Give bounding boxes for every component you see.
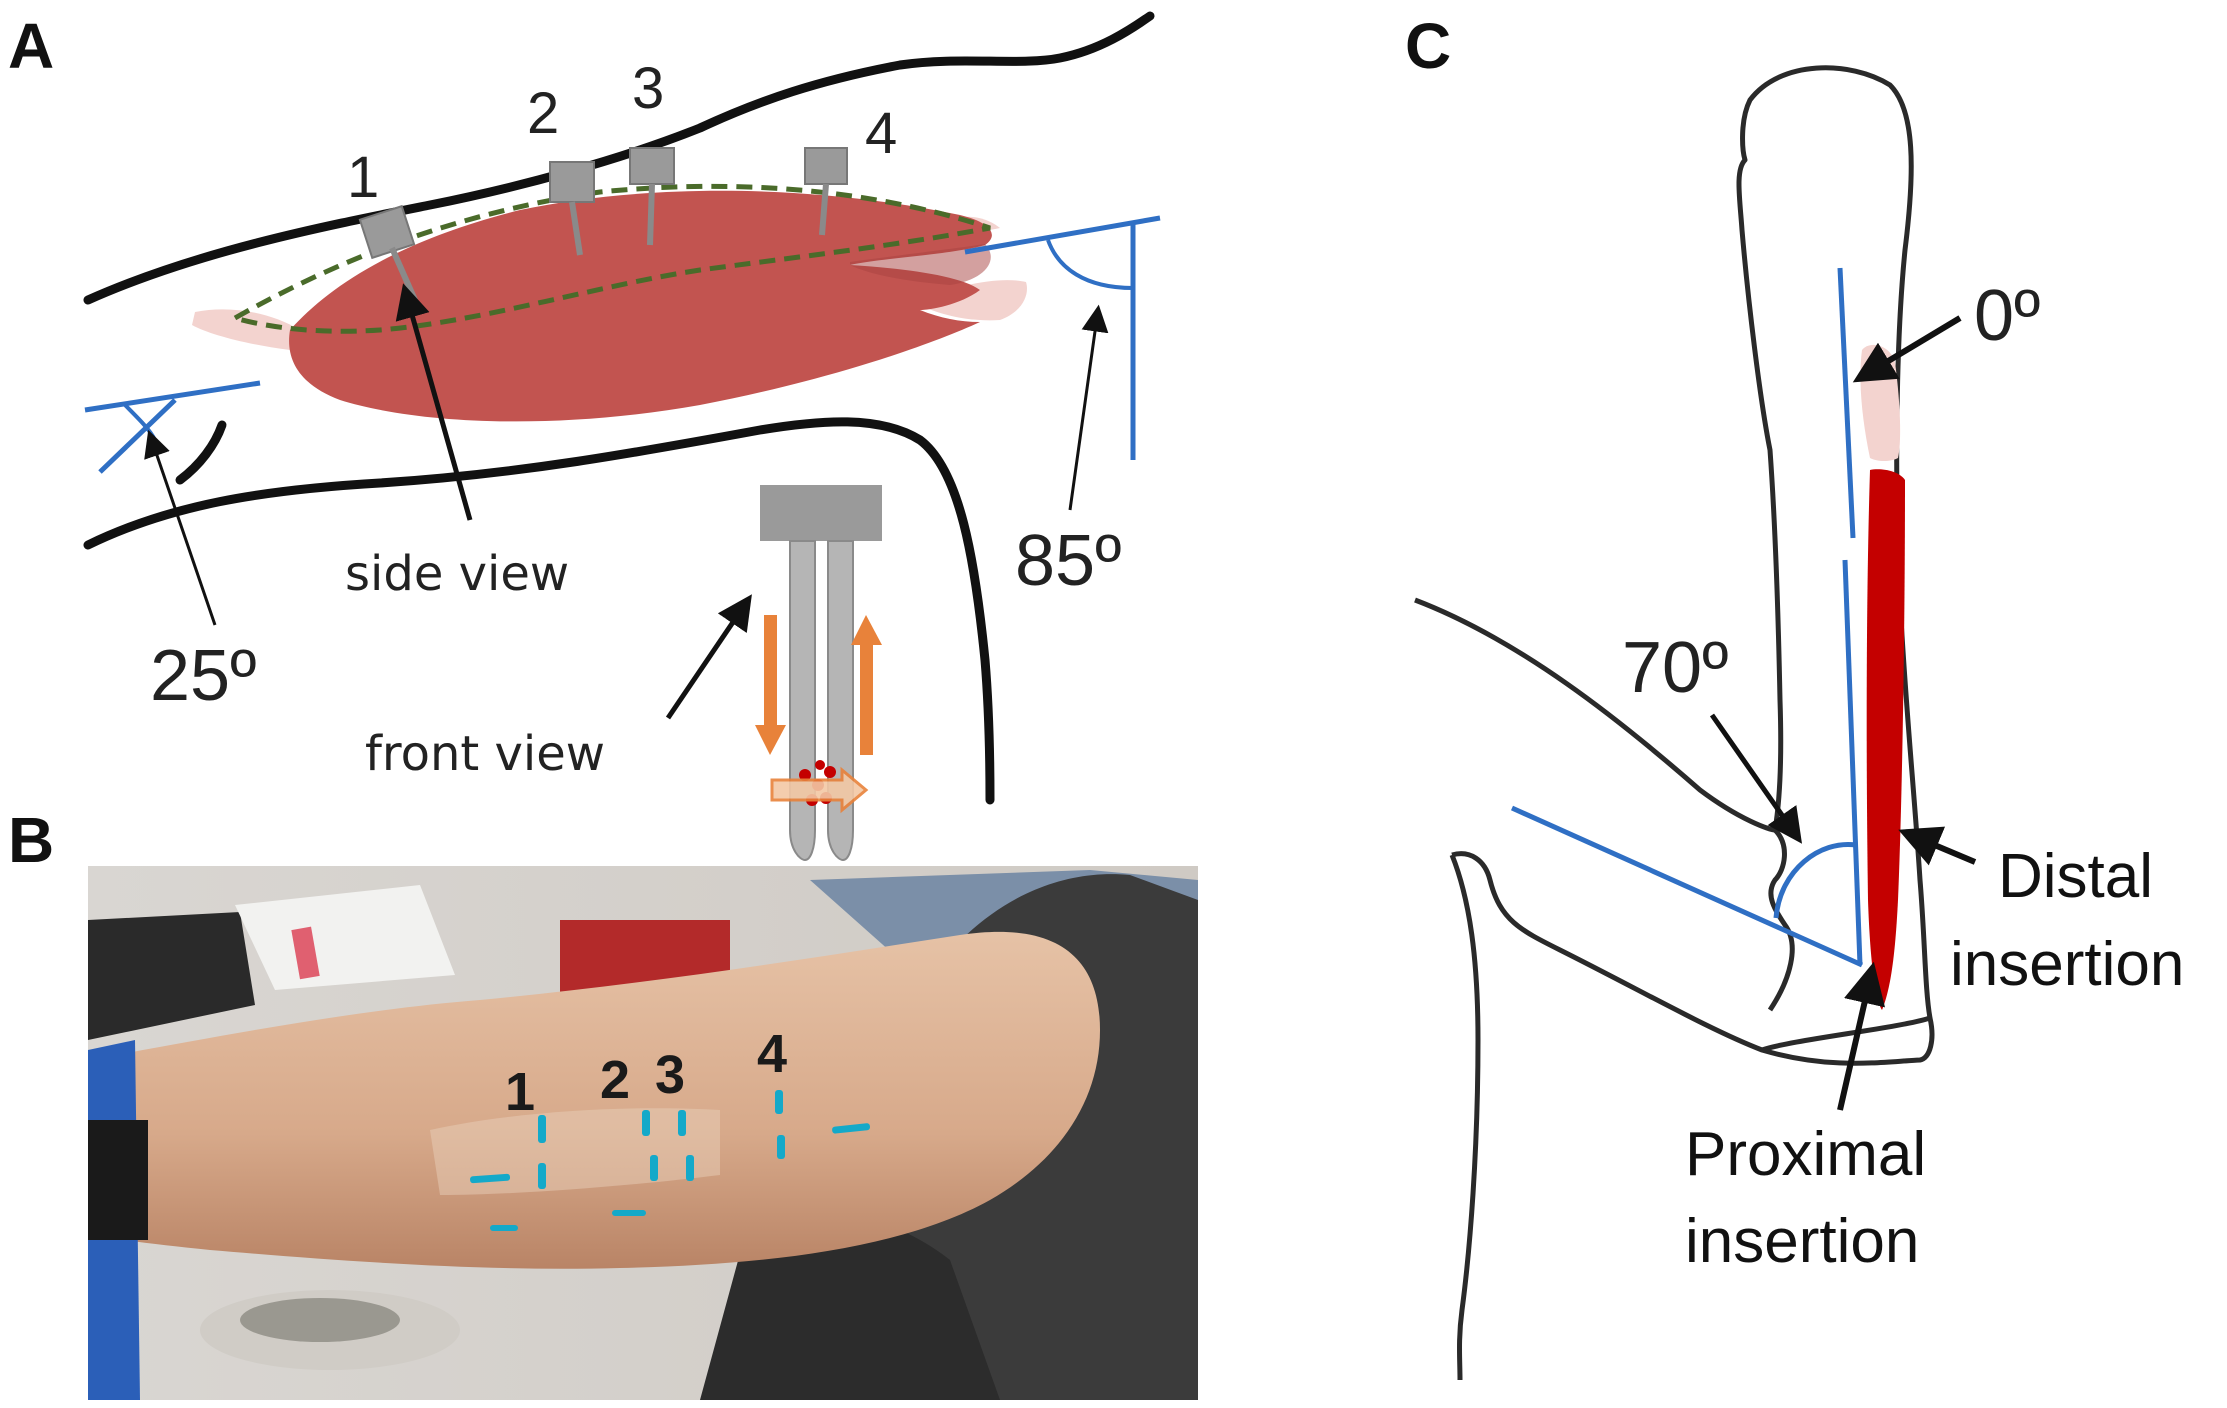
panel-b-letter: B (8, 804, 54, 876)
label-distal-2: insertion (1950, 930, 2184, 999)
arm-crease (175, 420, 227, 485)
arrow-0deg (1852, 315, 1962, 383)
arm-outline-lower (83, 417, 995, 805)
photo (88, 866, 1198, 1400)
forearm-outline (1736, 65, 1933, 1053)
label-distal-1: Distal (1998, 842, 2153, 911)
arrow-proximal (1837, 961, 1885, 1111)
orange-arrows (755, 615, 882, 814)
dashed-region (228, 183, 1000, 334)
tendon-left (192, 309, 300, 350)
upper-arm-outline (1414, 597, 1776, 833)
side-view-arrow (395, 283, 473, 521)
arrow-distal (1898, 826, 1977, 866)
panel-c: C 0º 70º Distal insertion Proximal inser… (1405, 10, 2184, 1381)
photo-label-3: 3 (655, 1045, 685, 1105)
elbow-notch (1767, 828, 1795, 1012)
front-view-label: front view (365, 726, 605, 782)
front-view-arrow (665, 594, 752, 720)
angle-lines-c (1510, 267, 1864, 968)
label-proximal-1: Proximal (1685, 1120, 1926, 1189)
electrode-label-4: 4 (865, 101, 897, 166)
photo-label-1: 1 (505, 1062, 535, 1122)
photo-arm (88, 931, 1100, 1269)
muscle-belly (289, 190, 992, 422)
side-view-label: side view (345, 546, 569, 602)
photo-label-2: 2 (600, 1050, 630, 1110)
muscle-shade (850, 244, 991, 285)
angle-right-label: 85º (1015, 521, 1121, 601)
electrode-label-2: 2 (527, 81, 559, 146)
electrode-label-3: 3 (632, 56, 664, 121)
upper-arm-left-edge (1449, 854, 1481, 1381)
angle-right-arrow (1068, 304, 1109, 511)
panel-c-letter: C (1405, 10, 1451, 82)
label-0deg: 0º (1974, 276, 2040, 356)
panel-a-letter: A (8, 10, 54, 82)
label-70deg: 70º (1622, 628, 1728, 708)
electrode-label-1: 1 (347, 145, 379, 210)
panel-b: B (8, 804, 1198, 1400)
arrow-70deg (1709, 713, 1803, 844)
muscle-c (1866, 469, 1905, 1010)
electrode-4 (804, 147, 848, 236)
angle-right-drawing (964, 215, 1161, 460)
electrode-3 (629, 147, 675, 246)
arm-outline-upper (83, 11, 1155, 305)
angle-left-arrow (144, 429, 217, 626)
photo-label-4: 4 (757, 1024, 787, 1084)
panel-a: A 1 2 (8, 10, 1161, 862)
upper-arm-lower-outline (1451, 851, 1935, 1066)
angle-left-label: 25º (150, 636, 256, 716)
label-proximal-2: insertion (1685, 1207, 1919, 1276)
electrode-2 (549, 161, 595, 256)
tendon-c (1860, 344, 1901, 461)
angle-left-drawing (84, 380, 261, 474)
skin-markers (470, 1090, 871, 1231)
